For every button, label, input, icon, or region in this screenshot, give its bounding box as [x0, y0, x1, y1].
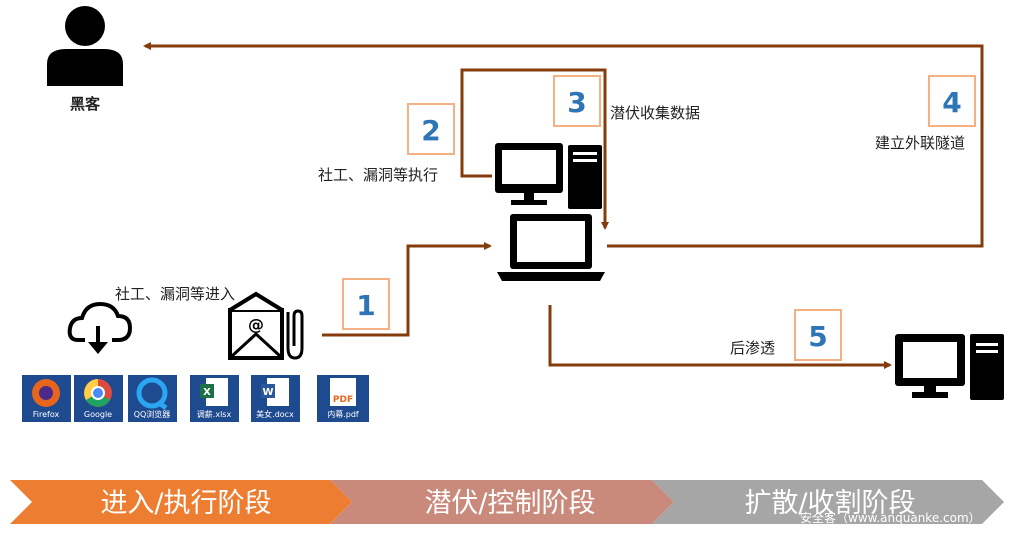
step-box-4	[928, 75, 976, 127]
arrow-step-5	[548, 305, 892, 369]
step-label-5: 后渗透	[730, 339, 775, 357]
entry-icon-label: QQ浏览器	[134, 409, 171, 419]
step-number-3: 3	[567, 86, 586, 119]
phase-chevron-spread	[652, 480, 1004, 524]
entry-icon-label: 美女.docx	[256, 409, 294, 419]
step-number-5: 5	[808, 320, 827, 353]
arrow-step-1	[322, 242, 492, 337]
entry-icon-label: Google	[84, 410, 112, 419]
phase-label-latent: 潜伏/控制阶段	[424, 488, 595, 519]
svg-text:@: @	[248, 315, 264, 334]
step-box-3	[553, 75, 601, 127]
step-number-2: 2	[421, 114, 440, 147]
step-boxes	[342, 75, 976, 361]
entry-icons-row: Firefox Google QQ浏览器 X 调薪.xlsx W	[22, 375, 369, 422]
entry-icon-label: Firefox	[33, 410, 60, 419]
mail-attachment-icon: @	[228, 291, 304, 360]
target-computer-icon	[895, 334, 1004, 400]
step-number-1: 1	[356, 289, 375, 322]
watermark: 安全客（www.anquanke.com）	[800, 510, 981, 525]
chrome-icon: Google	[74, 375, 123, 422]
victim-computer-icon	[495, 143, 605, 281]
step-box-2	[407, 103, 455, 155]
cloud-download-icon	[67, 301, 133, 354]
flow-arrows	[143, 42, 984, 369]
phase-chevron-entry	[10, 480, 352, 524]
svg-text:W: W	[262, 387, 273, 398]
phase-label-spread: 扩散/收割阶段	[744, 488, 915, 519]
step-label-4: 建立外联隧道	[875, 134, 965, 152]
step-box-1	[342, 278, 390, 330]
step-label-1: 社工、漏洞等进入	[115, 285, 235, 303]
word-file-icon: W 美女.docx	[251, 375, 300, 422]
qq-browser-icon: QQ浏览器	[128, 375, 177, 422]
step-label-2: 社工、漏洞等执行	[318, 166, 438, 184]
arrow-step-2-3	[460, 68, 609, 230]
phase-label-entry: 进入/执行阶段	[100, 488, 271, 519]
entry-icon-label: 调薪.xlsx	[197, 409, 232, 419]
svg-text:X: X	[203, 387, 211, 398]
step-label-3: 潜伏收集数据	[610, 104, 700, 122]
firefox-icon: Firefox	[22, 375, 71, 422]
arrow-step-4	[143, 42, 984, 248]
hacker-label: 黑客	[70, 95, 101, 113]
pdf-file-icon: PDF 内幕.pdf	[317, 375, 369, 422]
svg-text:PDF: PDF	[333, 395, 353, 405]
phase-banner: 进入/执行阶段 潜伏/控制阶段 扩散/收割阶段	[10, 480, 1004, 524]
excel-file-icon: X 调薪.xlsx	[190, 375, 239, 422]
hacker-icon	[47, 6, 123, 86]
step-box-5	[794, 309, 842, 361]
entry-icon-label: 内幕.pdf	[327, 409, 359, 419]
phase-chevron-latent	[330, 480, 674, 524]
step-number-4: 4	[942, 86, 961, 119]
